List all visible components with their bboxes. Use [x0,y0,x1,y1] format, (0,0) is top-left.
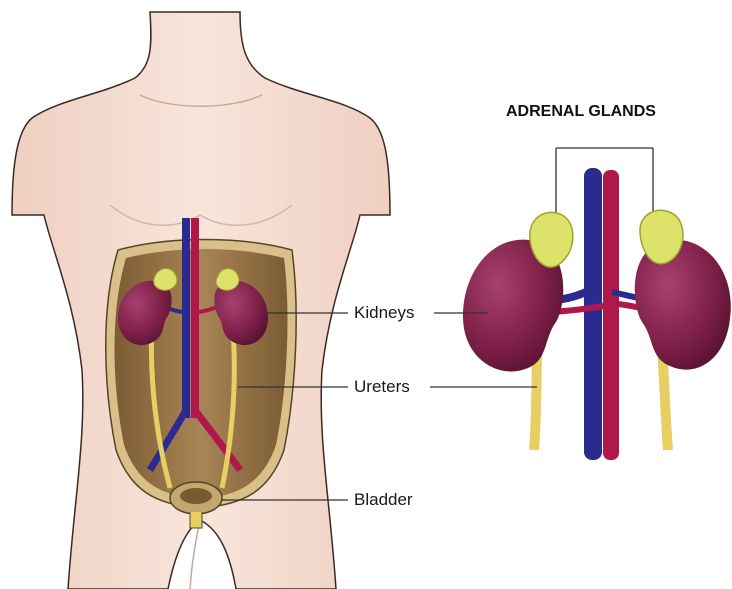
abdominal-cavity [106,240,296,509]
adrenal-glands-label: ADRENAL GLANDS [506,103,656,121]
ureters-label: Ureters [354,377,410,397]
bladder-label: Bladder [354,490,413,510]
detail-kidney-right [635,210,731,369]
detail-kidney-left [463,212,573,371]
kidneys-label: Kidneys [354,303,414,323]
